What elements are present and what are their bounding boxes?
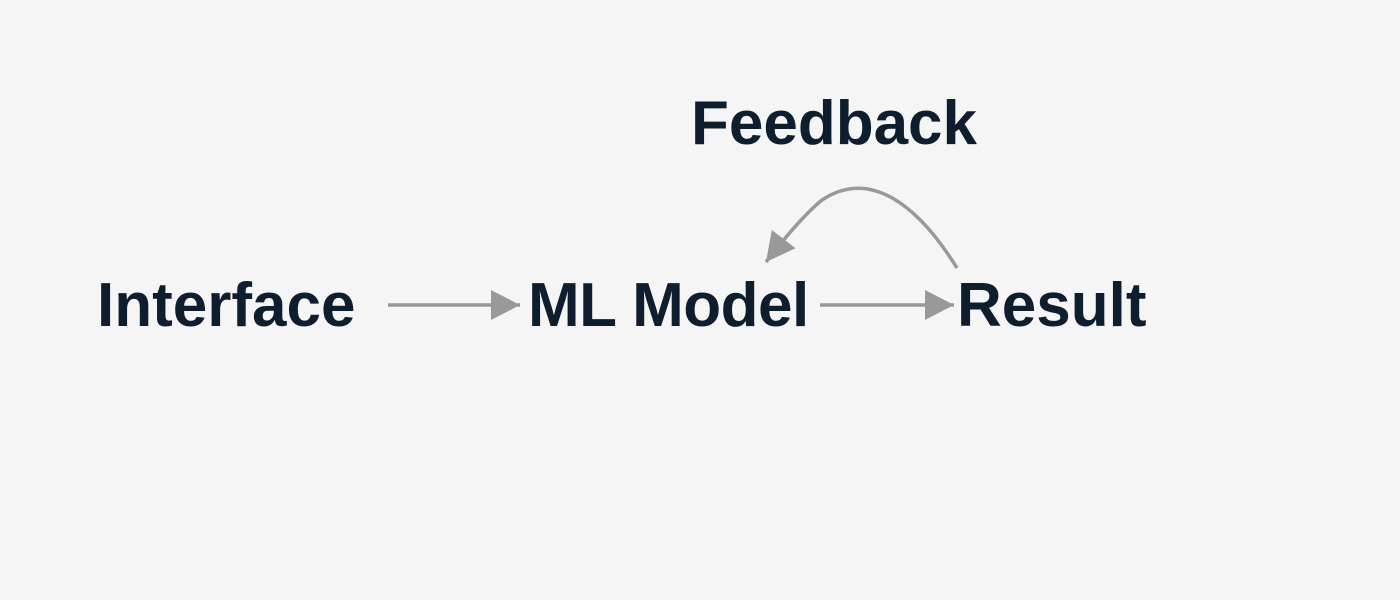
node-result: Result — [957, 271, 1147, 340]
node-ml-model: ML Model — [528, 271, 809, 340]
feedback-arrow — [764, 186, 959, 269]
feedback-label: Feedback — [691, 89, 978, 158]
node-interface: Interface — [97, 271, 356, 340]
